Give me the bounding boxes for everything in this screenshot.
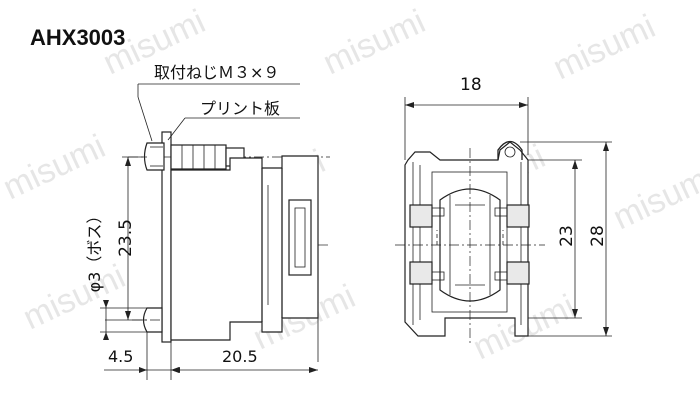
dim-outer-height-label: 28	[588, 225, 608, 247]
watermark-text: misumi	[17, 257, 131, 337]
dim-length-label: 20.5	[222, 347, 258, 366]
dim-height-label: 23.5	[116, 219, 136, 257]
callout-pcb-label: プリント板	[200, 99, 280, 118]
watermark-layer: misumi misumi misumi misumi misumi misum…	[0, 2, 700, 367]
front-view: 18 23 28	[395, 75, 612, 345]
dim-width-label: 18	[460, 75, 482, 95]
callout-screw-label: 取付ねじＭ３×９	[154, 63, 279, 82]
terminal-top-right	[506, 204, 530, 228]
watermark-text: misumi	[547, 7, 661, 87]
dim-boss-label: φ3（ボス）	[85, 208, 104, 293]
side-view: 23.5 φ3（ボス） 4.5 20.5 取付ねじＭ３×９ プリント板	[85, 63, 330, 380]
terminal-bottom-right	[506, 261, 530, 285]
dim-offset-label: 4.5	[108, 347, 133, 366]
watermark-text: misumi	[607, 157, 700, 237]
dim-inner-height-label: 23	[557, 225, 577, 247]
terminal-bottom-left	[409, 261, 433, 285]
switch-contact-block	[288, 199, 312, 276]
screw-thread	[170, 144, 227, 170]
model-title: AHX3003	[30, 25, 126, 50]
watermark-text: misumi	[0, 127, 111, 207]
screw-head	[143, 142, 165, 171]
watermark-text: misumi	[317, 2, 431, 82]
terminal-top-left	[409, 204, 433, 228]
